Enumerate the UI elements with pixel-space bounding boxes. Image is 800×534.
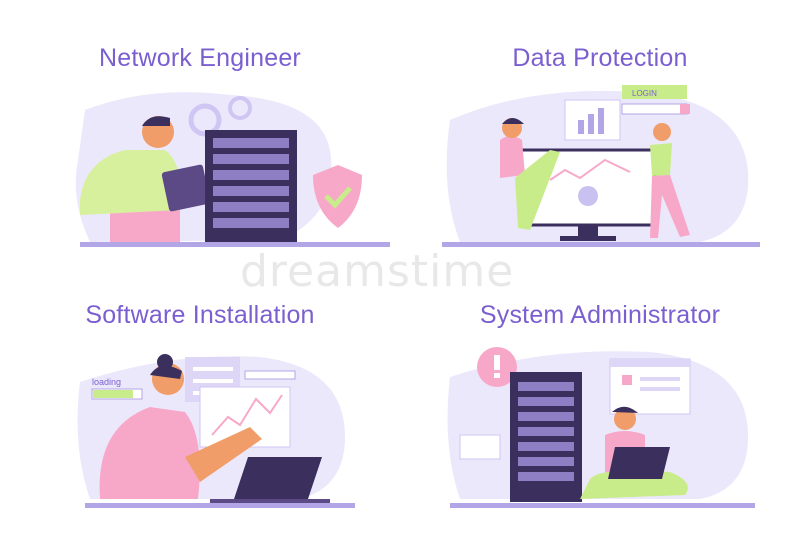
- panel-data-protection: Data Protection LOGIN: [400, 0, 800, 267]
- gear-icon: [228, 96, 252, 120]
- server-rack: [510, 372, 582, 502]
- system-administrator-illustration: [447, 347, 755, 508]
- watermark: dreamstime: [240, 246, 515, 297]
- panel-title: System Administrator: [479, 301, 721, 329]
- panel-software-installation: Software Installation loading: [0, 267, 400, 534]
- panel-title: Data Protection: [512, 44, 688, 72]
- panel-network-engineer: Network Engineer: [0, 0, 400, 267]
- lock-icon: [680, 104, 690, 114]
- dialog-window: [609, 358, 691, 415]
- shield-icon: [313, 165, 362, 228]
- laptop: [608, 447, 670, 479]
- code-icon: [459, 434, 501, 460]
- panel-title: Network Engineer: [99, 44, 301, 72]
- software-installation-illustration: loading: [77, 354, 355, 508]
- panel-title: Software Installation: [85, 301, 315, 329]
- close-icon: [622, 375, 632, 385]
- network-engineer-illustration: [75, 92, 390, 247]
- loading-label: loading: [92, 377, 121, 387]
- data-protection-illustration: LOGIN: [442, 85, 760, 247]
- laptop: [234, 457, 322, 499]
- login-label: LOGIN: [632, 89, 657, 98]
- checkmark-icon: [324, 186, 352, 209]
- login-box: [622, 85, 687, 99]
- keyhole-icon: [578, 186, 598, 206]
- panel-system-administrator: System Administrator: [400, 267, 800, 534]
